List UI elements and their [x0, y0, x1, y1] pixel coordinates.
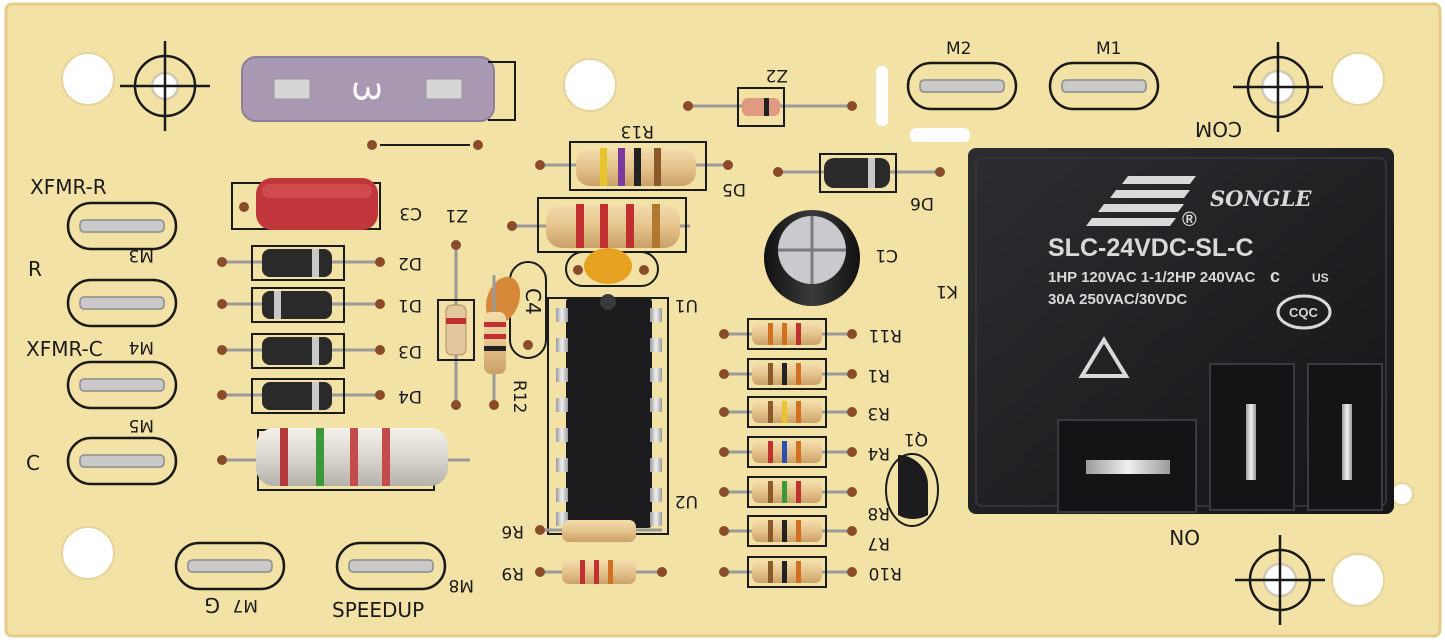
- resistor-r12: [484, 275, 506, 410]
- power-resistor: [217, 428, 470, 491]
- label-d5: D5: [722, 179, 746, 199]
- label-r7: R7: [867, 533, 890, 553]
- zener-z2: [683, 87, 857, 127]
- label-speedup: SPEEDUP: [332, 598, 424, 622]
- label-c4: C4: [521, 288, 545, 315]
- label-q1: Q1: [904, 429, 928, 449]
- silk-marks: [876, 66, 970, 142]
- label-d6: D6: [910, 193, 934, 213]
- resistor-r-top2: [507, 197, 690, 253]
- diodes-d1-d4: [217, 245, 385, 414]
- capacitor-small: [565, 248, 659, 287]
- label-d2: D2: [398, 253, 422, 273]
- relay-brand: SONGLE: [1210, 186, 1312, 211]
- label-d4: D4: [398, 386, 422, 406]
- ic-u1: [547, 294, 669, 535]
- label-xfmr-c: XFMR-C: [26, 337, 103, 361]
- relay-cert-us: US: [1312, 271, 1329, 285]
- label-r13: R13: [621, 121, 654, 141]
- capacitor-c1: [764, 210, 860, 306]
- relay-registered-mark: ®: [1182, 209, 1197, 231]
- label-com: COM: [1195, 117, 1242, 141]
- label-r9: R9: [501, 563, 524, 583]
- relay-rating-2: 30A 250VAC/30VDC: [1048, 291, 1187, 308]
- label-r11: R11: [869, 325, 902, 345]
- label-xfmr-r: XFMR-R: [30, 175, 107, 199]
- relay-rating-1: 1HP 120VAC 1-1/2HP 240VAC: [1048, 269, 1256, 286]
- label-g: G: [205, 593, 221, 617]
- label-m5: M5: [129, 415, 154, 435]
- quick-connect-terminals: [66, 61, 1160, 591]
- mounting-holes: [61, 52, 1414, 607]
- crosshair-pads: [120, 41, 1325, 625]
- label-r10: R10: [869, 563, 902, 583]
- label-m1: M1: [1096, 39, 1121, 59]
- label-m7: M7: [233, 595, 258, 615]
- label-c3: C3: [399, 203, 422, 223]
- fuse-value: 3: [345, 80, 386, 103]
- label-c1: C1: [875, 245, 898, 265]
- transistor-q1: [885, 453, 939, 527]
- label-m8: M8: [449, 575, 474, 595]
- label-d1: D1: [398, 295, 422, 315]
- label-u1: U1: [675, 295, 698, 315]
- fuse: [241, 56, 516, 150]
- label-r8: R8: [867, 503, 890, 523]
- label-on: ON: [1169, 525, 1200, 549]
- label-m4: M4: [129, 337, 154, 357]
- label-r4: R4: [867, 443, 890, 463]
- label-r3: R3: [867, 403, 890, 423]
- label-k1: K1: [936, 281, 958, 301]
- label-r6: R6: [501, 521, 524, 541]
- label-d3: D3: [398, 341, 422, 361]
- label-m3: M3: [129, 245, 154, 265]
- label-r12: R12: [509, 380, 529, 413]
- label-r: R: [28, 257, 42, 281]
- label-m2: M2: [946, 39, 971, 59]
- resistors-r6-r9: [535, 520, 667, 584]
- relay-k1: [968, 148, 1394, 514]
- resistor-column: [719, 318, 857, 588]
- terminal-tabs: [79, 79, 1147, 573]
- resistor-r13: [535, 141, 733, 191]
- relay-model: SLC-24VDC-SL-C: [1048, 234, 1254, 262]
- label-r1: R1: [867, 365, 890, 385]
- diode-d6: [773, 153, 945, 193]
- label-u2: U2: [675, 491, 698, 511]
- label-z2: Z2: [766, 65, 788, 85]
- relay-cert-cqc: CQC: [1289, 305, 1319, 320]
- label-z1: Z1: [446, 205, 468, 225]
- zener-z1: [437, 240, 475, 410]
- relay-cert-c: c: [1270, 266, 1280, 286]
- capacitor-c3: [231, 178, 381, 230]
- label-c: C: [26, 451, 40, 475]
